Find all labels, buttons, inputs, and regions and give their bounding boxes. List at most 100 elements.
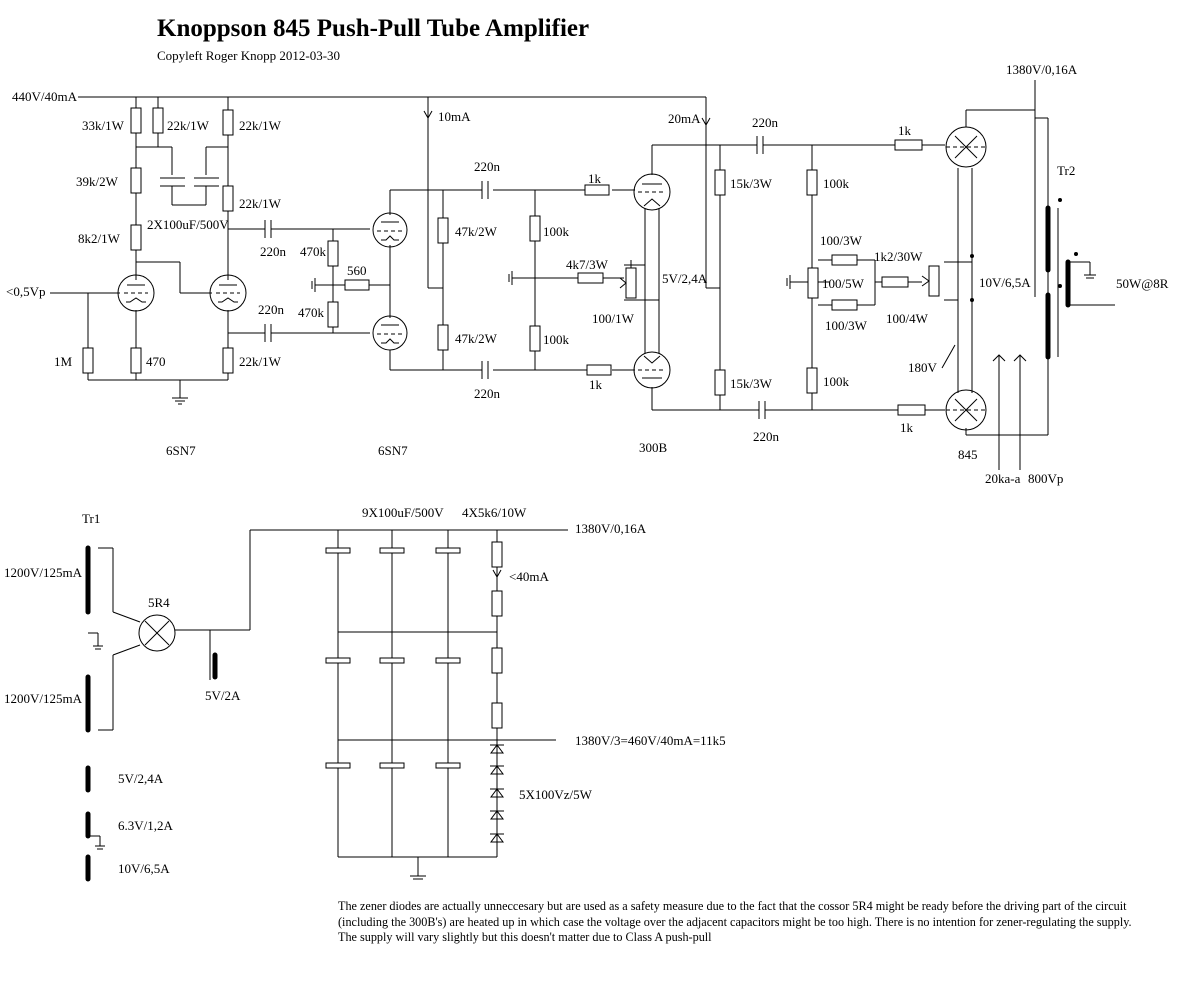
resistor-5k6-d xyxy=(491,702,503,729)
label-1k-b: 1k xyxy=(589,377,603,392)
label-fil-6v3: 6.3V/1,2A xyxy=(118,818,174,833)
label-6sn7-b: 6SN7 xyxy=(378,443,408,458)
label-1k-a: 1k xyxy=(588,171,602,186)
label-800vp: 800Vp xyxy=(1028,471,1063,486)
filter-capacitors xyxy=(325,547,461,769)
resistor-470k-a xyxy=(327,240,339,267)
label-zeners: 5X100Vz/5W xyxy=(519,787,593,802)
resistor-100-3w-b xyxy=(831,299,858,311)
resistor-39k xyxy=(130,167,142,194)
label-22k-c: 22k/1W xyxy=(239,196,282,211)
arrow-20mA xyxy=(701,117,711,127)
label-input: <0,5Vp xyxy=(6,284,45,299)
resistor-1M xyxy=(82,347,94,374)
resistor-1k-b xyxy=(586,364,612,376)
capacitor-220n-a xyxy=(260,220,276,238)
label-39k: 39k/2W xyxy=(76,174,119,189)
label-1380-top: 1380V/0,16A xyxy=(1006,62,1078,77)
ground-small-a xyxy=(311,278,316,292)
label-1380-ps: 1380V/0,16A xyxy=(575,521,647,536)
junction-dot xyxy=(970,254,974,258)
label-4k7: 4k7/3W xyxy=(566,257,609,272)
label-22k-d: 22k/1W xyxy=(239,354,282,369)
resistor-15k-a xyxy=(714,169,726,196)
label-10mA: 10mA xyxy=(438,109,471,124)
label-15k-a: 15k/3W xyxy=(730,176,773,191)
label-470k-a: 470k xyxy=(300,244,327,259)
stage4-wiring xyxy=(941,80,1115,470)
junction-dot xyxy=(970,298,974,302)
tube-300b-b xyxy=(633,351,671,389)
tube-300b-a xyxy=(633,173,671,211)
label-40mA: <40mA xyxy=(509,569,549,584)
resistor-5k6-a xyxy=(491,541,503,568)
label-100k-d: 100k xyxy=(823,374,850,389)
resistor-47k-b xyxy=(437,324,449,351)
label-100-4w: 100/4W xyxy=(886,311,929,326)
label-tr1-sec-b: 1200V/125mA xyxy=(4,691,83,706)
rectifier-5r4 xyxy=(138,529,568,680)
label-fil-845: 10V/6,5A xyxy=(979,275,1031,290)
label-fil-10v: 10V/6,5A xyxy=(118,861,170,876)
resistor-5k6-b xyxy=(491,590,503,617)
zener-diodes xyxy=(490,744,504,843)
tube-6sn7-input-a xyxy=(117,274,155,312)
ground-output xyxy=(1084,274,1096,279)
label-47k-a: 47k/2W xyxy=(455,224,498,239)
capacitor-220n-f xyxy=(752,401,772,419)
label-220n-a: 220n xyxy=(260,244,287,259)
resistor-100k-d xyxy=(806,367,818,394)
label-470: 470 xyxy=(146,354,166,369)
label-220n-f: 220n xyxy=(753,429,780,444)
ps-wiring xyxy=(337,530,556,880)
label-100-5w: 100/5W xyxy=(822,276,865,291)
potentiometer-100-5w xyxy=(807,267,819,299)
potentiometer-100-1w xyxy=(619,267,637,299)
label-15k-b: 15k/3W xyxy=(730,376,773,391)
arrow-40mA xyxy=(492,569,502,579)
footnote: The zener diodes are actually unneccesar… xyxy=(338,899,1132,944)
arrow-10mA xyxy=(423,110,433,120)
label-8k2: 8k2/1W xyxy=(78,231,121,246)
label-tr1-sec-a: 1200V/125mA xyxy=(4,565,83,580)
label-100-1w: 100/1W xyxy=(592,311,635,326)
label-5r4: 5R4 xyxy=(148,595,170,610)
resistor-100k-b xyxy=(529,325,541,352)
resistor-100k-a xyxy=(529,215,541,242)
resistor-1k-c xyxy=(894,139,923,151)
label-180v: 180V xyxy=(908,360,938,375)
label-100-3w-b: 100/3W xyxy=(825,318,868,333)
label-220n-b: 220n xyxy=(258,302,285,317)
resistor-33k xyxy=(130,107,142,134)
label-50w: 50W@8R xyxy=(1116,276,1169,291)
label-tr2: Tr2 xyxy=(1057,163,1075,178)
label-100k-b: 100k xyxy=(543,332,570,347)
label-100k-c: 100k xyxy=(823,176,850,191)
label-33k: 33k/1W xyxy=(82,118,125,133)
output-transformer-tr2 xyxy=(1045,198,1078,360)
arrow-anode-b xyxy=(1013,354,1027,362)
resistor-47k-a xyxy=(437,217,449,244)
ground-small-c xyxy=(786,275,791,289)
capacitor-220n-d xyxy=(477,361,489,379)
ground-small-b xyxy=(508,271,513,285)
resistor-1k-d xyxy=(897,404,926,416)
label-20mA: 20mA xyxy=(668,111,701,126)
capacitor-220n-e xyxy=(750,136,770,154)
label-560: 560 xyxy=(347,263,367,278)
tube-6sn7-splitter-a xyxy=(372,212,408,248)
resistor-4k7 xyxy=(577,272,604,284)
label-22k-b: 22k/1W xyxy=(239,118,282,133)
tube-845-a xyxy=(945,126,987,168)
resistor-100k-c xyxy=(806,169,818,196)
resistor-470 xyxy=(130,347,142,374)
potentiometer-100-4w xyxy=(921,265,940,297)
label-1k-c: 1k xyxy=(898,123,912,138)
label-47k-b: 47k/2W xyxy=(455,331,498,346)
label-460v: 1380V/3=460V/40mA=11k5 xyxy=(575,733,726,748)
label-1M: 1M xyxy=(54,354,73,369)
resistor-560 xyxy=(344,279,370,291)
resistor-470k-b xyxy=(327,301,339,328)
resistor-1k2 xyxy=(881,276,909,288)
